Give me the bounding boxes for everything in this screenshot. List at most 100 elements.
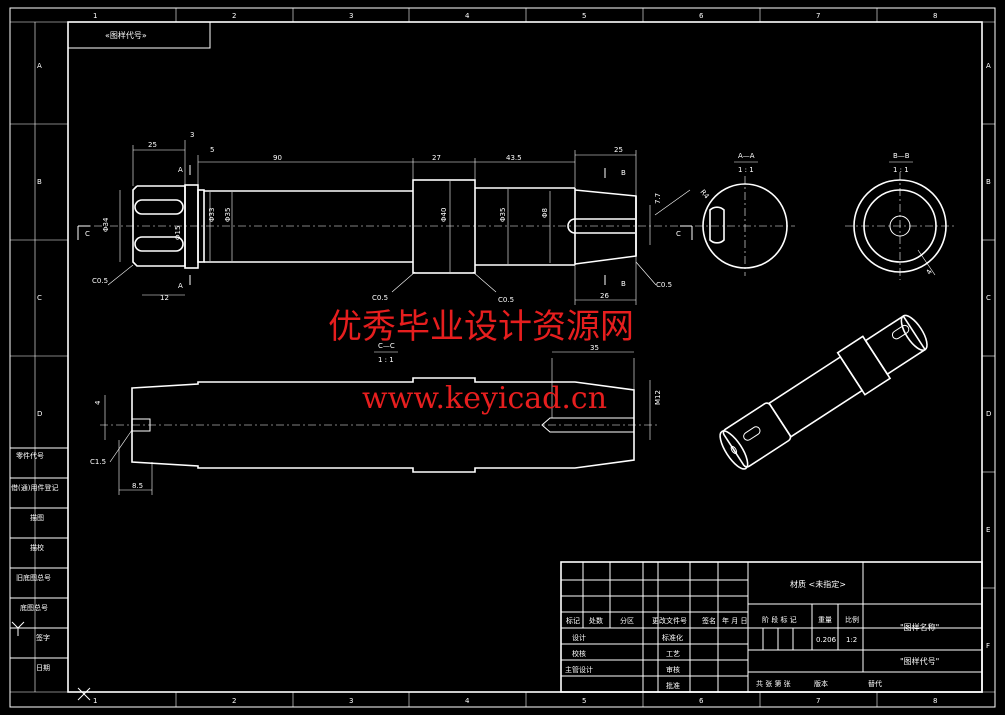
svg-text:4: 4: [465, 697, 470, 705]
svg-text:替代: 替代: [868, 679, 882, 688]
row-letters: A B C D A B C D E F: [37, 62, 991, 650]
watermark-title: 优秀毕业设计资源网: [328, 307, 634, 347]
svg-text:A: A: [37, 62, 42, 70]
left-strip-labels: 零件代号 借(通)用件登记 描图 描校 旧底图总号 底图总号 签字 日期: [11, 451, 58, 672]
svg-text:5: 5: [210, 146, 214, 154]
svg-text:Φ40: Φ40: [440, 208, 448, 222]
shaft-main-dims: 25 3 5 90 27 43.5 25 Φ34 Φ15 Φ33 Φ35 Φ40…: [85, 131, 681, 304]
svg-text:B: B: [37, 178, 42, 186]
outer-border: [9, 7, 996, 708]
svg-text:B: B: [621, 280, 626, 288]
svg-text:零件代号: 零件代号: [16, 451, 44, 460]
svg-text:1 : 1: 1 : 1: [378, 356, 394, 364]
svg-text:2: 2: [232, 697, 236, 705]
svg-text:设计: 设计: [572, 633, 586, 642]
svg-text:3: 3: [349, 12, 353, 20]
svg-text:阶 段 标 记: 阶 段 标 记: [762, 615, 797, 624]
svg-text:版本: 版本: [814, 679, 828, 688]
svg-text:3: 3: [190, 131, 194, 139]
svg-text:26: 26: [600, 292, 609, 300]
shaft-3d-view: [719, 314, 928, 470]
svg-text:4: 4: [465, 12, 470, 20]
svg-text:标准化: 标准化: [662, 633, 683, 642]
svg-text:共 张 第 张: 共 张 第 张: [756, 679, 791, 688]
svg-text:Φ35: Φ35: [499, 208, 507, 222]
svg-text:借(通)用件登记: 借(通)用件登记: [11, 483, 58, 492]
section-bb: B—B 1 : 1 4: [845, 152, 955, 280]
svg-text:材质 <未指定>: 材质 <未指定>: [790, 579, 846, 589]
svg-text:C0.5: C0.5: [372, 294, 388, 302]
svg-text:C: C: [37, 294, 42, 302]
svg-text:Φ33: Φ33: [208, 208, 216, 222]
svg-text:描图: 描图: [30, 513, 44, 522]
svg-text:签字: 签字: [36, 633, 50, 642]
corner-mark: [11, 621, 91, 701]
svg-text:C: C: [986, 294, 991, 302]
svg-text:C0.5: C0.5: [92, 277, 108, 285]
svg-text:描校: 描校: [30, 543, 44, 552]
svg-text:主管设计: 主管设计: [565, 665, 593, 674]
svg-text:7: 7: [816, 12, 820, 20]
svg-text:1 : 1: 1 : 1: [893, 166, 909, 174]
svg-text:C: C: [676, 230, 681, 238]
svg-text:C1.5: C1.5: [90, 458, 106, 466]
svg-text:Φ34: Φ34: [102, 217, 110, 232]
svg-text:F: F: [986, 642, 990, 650]
header-tag-box: [67, 21, 211, 49]
svg-text:C—C: C—C: [378, 342, 395, 350]
svg-text:审核: 审核: [666, 665, 680, 674]
svg-text:C: C: [85, 230, 90, 238]
svg-text:M12: M12: [654, 390, 662, 405]
svg-text:1 : 1: 1 : 1: [738, 166, 754, 174]
title-block-text: 材质 <未指定> "图样名称" "图样代号" 标记 处数 分区 更改文件号 签名…: [565, 579, 939, 690]
svg-text:27: 27: [432, 154, 441, 162]
svg-text:"图样代号": "图样代号": [900, 656, 939, 666]
svg-text:分区: 分区: [620, 616, 634, 625]
svg-text:B: B: [621, 169, 626, 177]
svg-text:7.7: 7.7: [654, 193, 662, 204]
svg-text:1:2: 1:2: [846, 636, 857, 644]
svg-text:35: 35: [590, 344, 599, 352]
svg-text:校核: 校核: [572, 649, 586, 658]
svg-text:重量: 重量: [818, 616, 832, 624]
svg-text:43.5: 43.5: [506, 154, 522, 162]
svg-text:4: 4: [925, 268, 934, 276]
svg-text:12: 12: [160, 294, 169, 302]
svg-text:C0.5: C0.5: [656, 281, 672, 289]
svg-text:8.5: 8.5: [132, 482, 143, 490]
svg-text:8: 8: [933, 697, 937, 705]
svg-text:C0.5: C0.5: [498, 296, 514, 304]
svg-text:D: D: [37, 410, 42, 418]
zone-ticks: [9, 8, 996, 707]
svg-text:工艺: 工艺: [666, 650, 680, 658]
svg-text:日期: 日期: [36, 664, 50, 672]
svg-text:"图样名称": "图样名称": [900, 622, 939, 632]
svg-text:4: 4: [94, 400, 102, 405]
svg-text:年 月 日: 年 月 日: [722, 616, 747, 625]
svg-text:A: A: [178, 166, 183, 174]
svg-text:比例: 比例: [845, 615, 859, 624]
svg-text:签名: 签名: [702, 616, 716, 625]
left-strip-grid: [10, 447, 68, 659]
header-tag: «图样代号»: [105, 30, 147, 40]
shaft-main-view: [77, 140, 693, 305]
section-cc: C—C 1 : 1 35 M12 4 C1.5 8.5: [90, 342, 662, 495]
svg-text:A: A: [178, 282, 183, 290]
svg-text:Φ8: Φ8: [541, 208, 549, 218]
svg-text:5: 5: [582, 697, 586, 705]
svg-text:底图总号: 底图总号: [20, 603, 48, 612]
svg-text:B: B: [986, 178, 991, 186]
title-block-grid: [560, 561, 983, 693]
column-numbers: 1 2 3 4 5 6 7 8 1 2 3 4 5 6 7 8: [93, 12, 937, 705]
inner-frame: [67, 21, 983, 693]
svg-text:E: E: [986, 526, 990, 534]
svg-text:R4: R4: [698, 188, 710, 201]
svg-text:批准: 批准: [666, 681, 680, 690]
svg-text:处数: 处数: [589, 616, 603, 625]
svg-text:更改文件号: 更改文件号: [652, 616, 687, 625]
svg-text:Φ15: Φ15: [174, 226, 182, 240]
svg-text:2: 2: [232, 12, 236, 20]
svg-text:标记: 标记: [566, 616, 580, 625]
svg-text:旧底图总号: 旧底图总号: [16, 573, 51, 582]
